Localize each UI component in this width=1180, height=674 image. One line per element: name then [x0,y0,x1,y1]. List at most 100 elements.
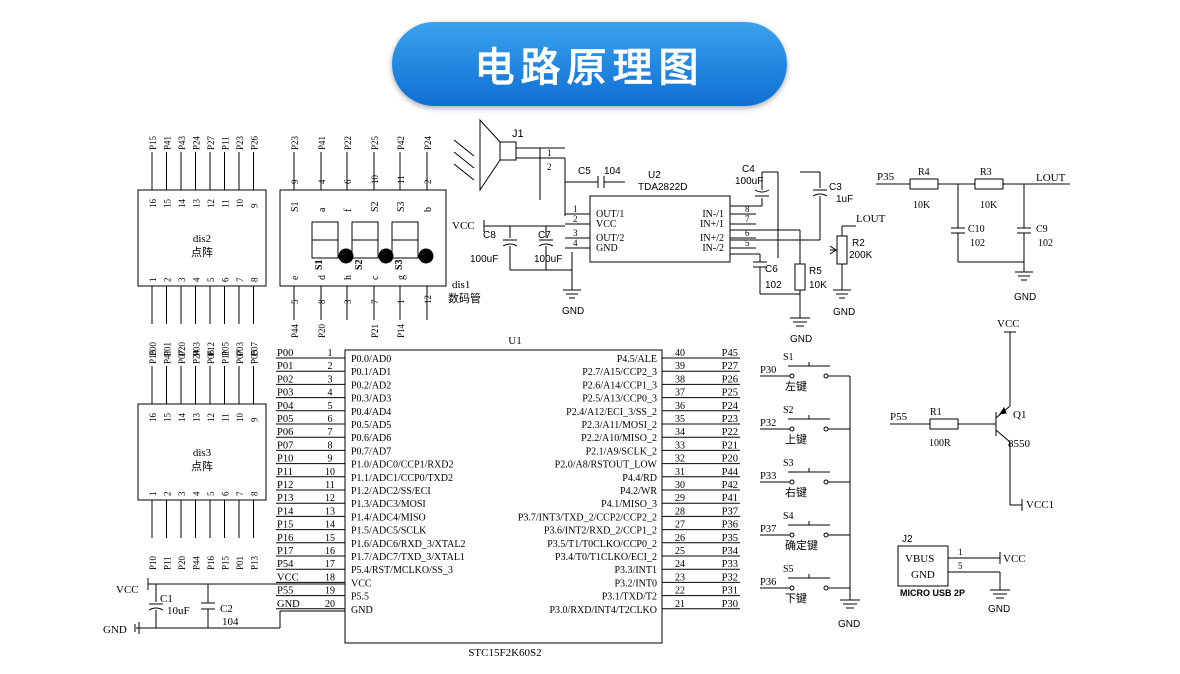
mcu-right-pin-name: P3.5/T1/T0CLKO/CCP0_2 [547,539,657,550]
mcu-left-net: GND [277,599,300,610]
mcu-right-pin-num: 39 [675,361,685,372]
dis2-top-num: 10 [235,199,245,209]
dis1-name: dis1 [452,279,470,291]
mcu-right-pin-name: P4.1/MISO_3 [601,499,657,510]
amp-part: TDA2822D [638,182,687,193]
mcu-right-pin-num: 38 [675,374,685,385]
r1-value: 100R [929,438,951,449]
dis1-type: 数码管 [448,291,481,305]
mcu-right-pin-name: P3.2/INT0 [615,578,658,589]
r3-value: 10K [980,200,998,211]
transistor-switch: VCC P55 R1 100R Q1 8550 VCC1 [890,318,1054,511]
mcu-left-pin-name: P0.2/AD2 [351,380,391,391]
mcu-right-pin-num: 23 [675,572,685,583]
filter-gnd: GND [1014,292,1036,303]
mcu-left-pin-num: 4 [328,388,333,399]
dis1-top-net: P41 [317,136,327,150]
mcu-left-pin-name: VCC [351,578,372,589]
button-contact [823,585,829,591]
mcu-left-net: VCC [277,572,299,583]
filter-net-in: P35 [877,171,895,183]
usb-part: MICRO USB 2P [900,588,965,598]
speaker-cone [479,118,501,192]
r3-ref: R3 [980,167,992,178]
r2-ref: R2 [852,238,865,249]
mcu-right-pin-name: P3.3/INT1 [615,565,658,576]
dis3-bottom-num: 7 [235,491,245,496]
dot-matrix-dis2: P1516P4115P4314P2413P2712P1111P2310P269P… [137,135,267,356]
mcu-right-pin-name: P2.7/A15/CCP2_3 [582,367,657,378]
mcu-left-net: P04 [277,401,294,412]
c6-value: 102 [765,280,782,291]
button-contact [789,373,795,379]
dis1-bottom-num: 8 [317,299,327,304]
dis2-top-net: P27 [206,135,216,150]
amp-gnd2-label: GND [790,334,812,345]
mcu-left-pin-num: 2 [328,361,333,372]
button-net: P32 [760,418,776,429]
button-net: P36 [760,577,776,588]
dis3-top-net: P07 [235,349,245,364]
dis1-top-num: 11 [396,175,406,184]
usb-ref: J2 [902,534,913,545]
dis3-top-net: P07 [177,349,187,364]
c3-ref: C3 [829,182,842,193]
button-ref: S2 [783,405,794,416]
mcu-right-pin-name: P3.1/TXD/T2 [602,592,657,603]
speaker-icon [499,141,517,161]
dis3-top-net: P41 [163,350,173,364]
q1-vcc-out: VCC1 [1026,499,1054,511]
mcu-left-pin-num: 6 [328,414,333,425]
mcu-right-net: P35 [722,533,738,544]
amp-right-pin-num: 8 [745,204,750,214]
mcu-left-net: P13 [277,493,293,504]
dis1-bottom-seg: d [317,275,328,280]
mcu-right-net: P34 [722,546,739,557]
amp-ref: U2 [648,170,661,181]
dis1-bottom-seg: g [396,275,407,280]
dis1-top-num: 10 [370,175,380,185]
dis2-top-net: P26 [250,135,260,150]
c7-value: 100uF [534,254,562,265]
dis1-bottom-num: 5 [290,299,300,304]
dis2-bottom-num: 2 [163,278,173,283]
mcu-left-pin-num: 19 [325,586,335,597]
button-ref: S4 [783,511,794,522]
button-contact [823,532,829,538]
amp-body [589,195,731,263]
q1-arrow [998,406,1007,415]
usb-pin1: 1 [958,547,963,557]
dis3-top-net: P15 [148,349,158,364]
usb-body [897,545,949,587]
dis1-top-net: P24 [423,135,433,150]
amp-vcc-label: VCC [452,220,475,232]
mcu-right-net: P42 [722,480,738,491]
mcu-left-pin-num: 10 [325,467,335,478]
mcu-right-pin-name: P2.4/A12/ECI_3/SS_2 [566,407,657,418]
dis3-bottom-num: 3 [177,491,187,496]
mcu-body [344,349,663,644]
amp-left-pin-name: OUT/1 [596,209,624,220]
power-decoupling: VCC C1 10uF C2 104 GND [103,578,345,636]
filter-lout: LOUT [1036,172,1066,184]
dis1-top-net: P42 [396,136,406,150]
dis1-bottom-num: 1 [396,300,406,305]
mcu-right-net: P26 [722,374,738,385]
mcu-right-pin-name: P3.7/INT3/TXD_2/CCP2/CCP2_2 [518,512,657,523]
button-contact [789,426,795,432]
button-label: 下键 [785,591,807,605]
mcu-left-pin-num: 5 [328,401,333,412]
c1-value: 10uF [167,605,190,617]
mcu-ref: U1 [508,335,521,347]
mcu-right-pin-num: 26 [675,533,685,544]
mcu-right-net: P23 [722,414,738,425]
dis1-bottom-net: P21 [370,324,380,338]
dis2-top-num: 9 [250,203,260,208]
dis2-type: 点阵 [191,245,213,259]
mcu-right-net: P30 [722,599,738,610]
dis2-bottom-net: P07 [250,341,260,356]
mcu-left-net: P15 [277,520,293,531]
mcu-left-pin-num: 7 [328,427,333,438]
mcu-left-pin-name: P1.6/ADC6/RXD_3/XTAL2 [351,539,465,550]
dis3-bottom-num: 8 [250,491,260,496]
